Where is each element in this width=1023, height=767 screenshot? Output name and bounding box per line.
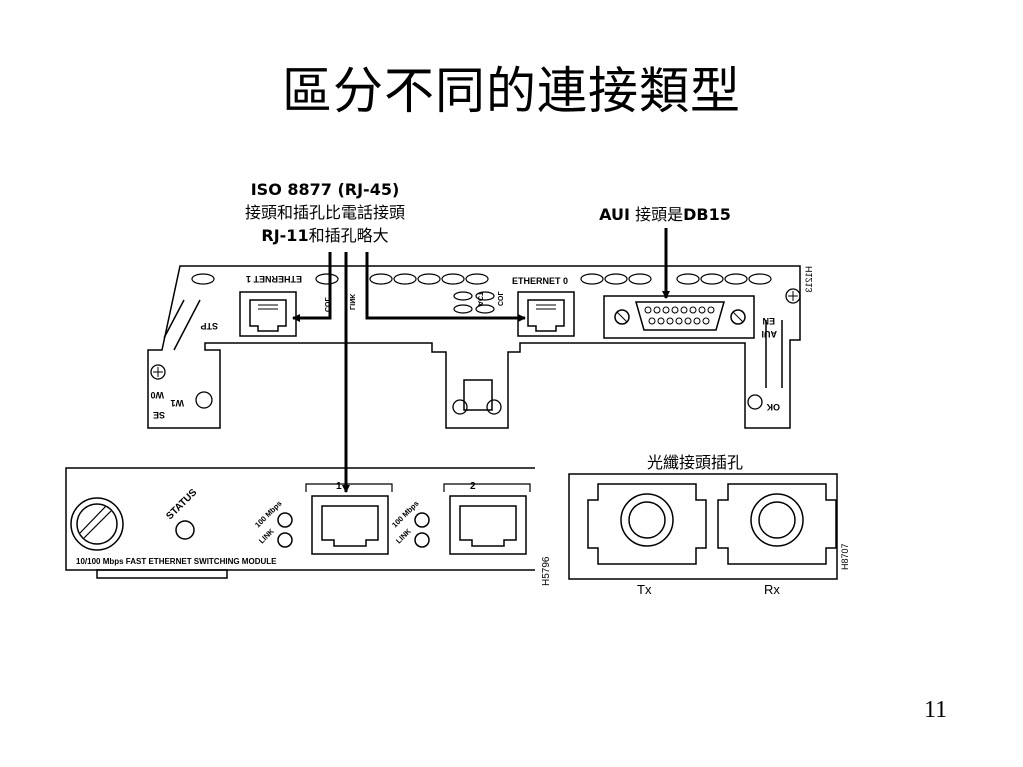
status-label: STATUS xyxy=(164,487,199,522)
port1-number: 1 xyxy=(336,481,342,492)
fiber-tx-port xyxy=(587,483,707,565)
fiber-module-frame xyxy=(568,473,838,580)
port1-link-label: LINK xyxy=(257,526,276,545)
se-label: SE xyxy=(153,410,165,420)
tx-label: Tx xyxy=(637,582,652,597)
led-icon xyxy=(747,394,763,410)
rj45-callout-line3: 和插孔略大 xyxy=(308,226,389,245)
router-inner-slot xyxy=(463,379,493,411)
screw-icon xyxy=(150,364,166,380)
switch-module-rail xyxy=(96,569,228,579)
fiber-module xyxy=(568,473,838,580)
aui-callout-aui: AUI xyxy=(599,205,630,224)
slide-title: 區分不同的連接類型 xyxy=(282,62,741,120)
arrow-to-ethernet1 xyxy=(292,252,332,322)
module-name-label: 10/100 Mbps FAST ETHERNET SWITCHING MODU… xyxy=(76,557,277,566)
port2-link-led-icon xyxy=(414,532,430,548)
rj45-callout-rj11: RJ-11 xyxy=(261,226,309,245)
w1-label: W1 xyxy=(171,398,185,408)
ethernet0-label: ETHERNET 0 xyxy=(512,276,568,286)
fiber-callout: 光纖接頭插孔 xyxy=(646,453,743,472)
rx-label: Rx xyxy=(764,582,780,597)
switch-drawing-id: H5796 xyxy=(541,556,552,586)
port2-link-label: LINK xyxy=(394,526,413,545)
page-number: 11 xyxy=(924,697,948,723)
en-label: EN xyxy=(762,316,775,326)
status-led-icon xyxy=(175,520,195,540)
switch-module xyxy=(65,467,535,579)
rj45-callout: ISO 8877 (RJ-45) 接頭和插孔比電話接頭 RJ-11和插孔略大 xyxy=(205,178,445,247)
col-label: COL xyxy=(323,297,330,313)
act-label: ACT xyxy=(476,291,483,306)
vent-slots xyxy=(191,273,772,314)
link-label: LINK xyxy=(348,294,355,310)
switch-module-outline xyxy=(65,467,535,571)
led-icon xyxy=(452,399,468,415)
aui-panel-label: AUI xyxy=(762,329,778,339)
switch-port-2 xyxy=(443,483,531,555)
switch-port-1 xyxy=(305,483,393,555)
led-icon xyxy=(195,391,213,409)
ethernet1-rj45-port xyxy=(239,291,297,337)
arrow-to-ethernet0 xyxy=(365,252,526,322)
screw-icon xyxy=(785,288,801,304)
router-inner-strip xyxy=(765,320,783,388)
router-screws-leds xyxy=(150,288,801,415)
aui-callout-text: 接頭是 xyxy=(630,205,684,224)
aui-db15-connector xyxy=(603,295,755,339)
router-back-panel xyxy=(147,265,801,429)
stp-label: STP xyxy=(200,321,218,331)
col0-label: COL xyxy=(496,291,503,307)
pointer-arrows xyxy=(292,228,670,493)
router-inner-strip xyxy=(163,299,201,351)
rj45-callout-line2: 接頭和插孔比電話接頭 xyxy=(244,203,405,222)
thumbscrew-icon xyxy=(70,497,124,551)
ethernet1-label: ETHERNET 1 xyxy=(246,274,302,284)
led-icon xyxy=(486,399,502,415)
port1-link-led-icon xyxy=(277,532,293,548)
aui-callout-db15: DB15 xyxy=(683,205,731,224)
router-drawing-id: H1213 xyxy=(804,266,814,293)
router-panel-outline xyxy=(147,265,801,429)
port1-100mbps-led-icon xyxy=(277,512,293,528)
w0-label: W0 xyxy=(151,390,165,400)
aui-callout: AUI 接頭是DB15 xyxy=(560,203,770,226)
fiber-rx-port xyxy=(717,483,837,565)
rj45-callout-line1: ISO 8877 (RJ-45) xyxy=(250,180,400,199)
fiber-drawing-id: H8707 xyxy=(840,543,850,570)
port2-100mbps-led-icon xyxy=(414,512,430,528)
port2-number: 2 xyxy=(470,481,476,492)
ethernet0-rj45-port xyxy=(517,291,575,337)
ok-label: OK xyxy=(766,402,780,412)
